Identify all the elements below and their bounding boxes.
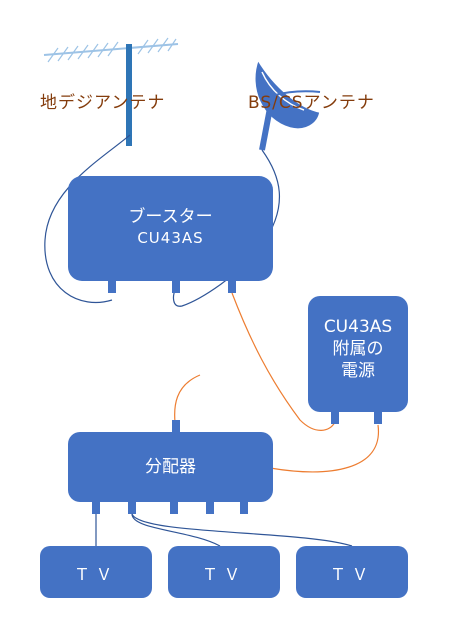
tv-label: ＴＶ xyxy=(201,565,246,584)
booster-model: CU43AS xyxy=(137,229,204,247)
booster-box: ブースター CU43AS xyxy=(68,176,273,281)
tv-label: ＴＶ xyxy=(73,565,118,584)
power-supply-box: CU43AS 附属の 電源 xyxy=(308,296,408,412)
tv-box: ＴＶ xyxy=(168,546,280,598)
power-supply-line3: 電源 xyxy=(341,361,375,381)
power-supply-line1: CU43AS xyxy=(323,317,393,337)
bs-cs-antenna-label: BS/CSアンテナ xyxy=(248,93,375,113)
booster-name: ブースター xyxy=(128,207,213,227)
splitter-name: 分配器 xyxy=(145,457,196,477)
tv-box: ＴＶ xyxy=(40,546,152,598)
tv-label: ＴＶ xyxy=(329,565,374,584)
splitter-box: 分配器 xyxy=(68,432,273,502)
tv-box: ＴＶ xyxy=(296,546,408,598)
power-supply-line2: 附属の xyxy=(332,339,384,359)
terrestrial-antenna-icon xyxy=(43,37,179,146)
satellite-dish-icon xyxy=(254,58,321,151)
terrestrial-antenna-label: 地デジアンテナ xyxy=(40,93,166,113)
